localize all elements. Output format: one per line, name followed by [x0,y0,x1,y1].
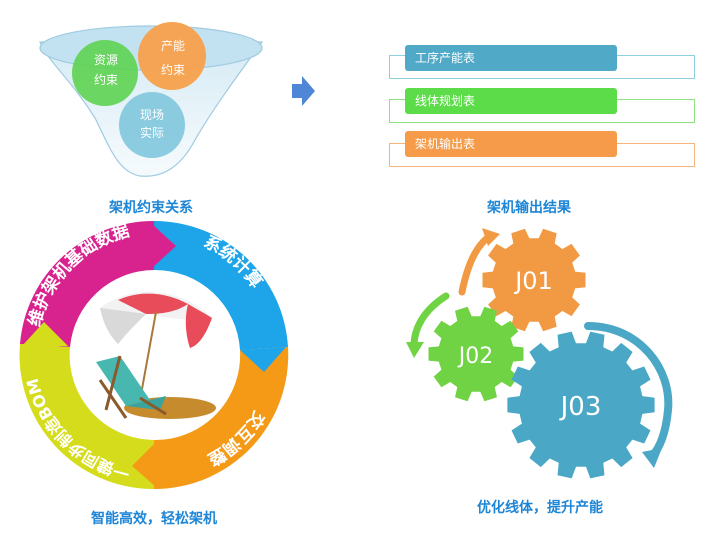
bubble-onsite-line2: 实际 [139,126,164,140]
cycle-segment-calc [154,220,288,350]
gear-j02-label: J02 [457,344,493,369]
bubble-onsite-line1: 现场 [139,108,164,122]
bubble-resource-line2: 约束 [93,73,118,87]
cycle-segment-maintain [20,220,154,347]
table-bar-process: 工序产能表 [405,45,617,71]
cycle-arrow-left-icon [22,322,68,346]
cycle-caption: 智能高效，轻松架机 [91,511,217,527]
cycle-segment-sync [19,344,154,490]
gear-j03-icon [507,331,655,479]
cycle-arrow-top-icon [152,224,176,268]
cycle-arrow-bottom-icon [132,442,156,487]
bubble-capacity-label: 产能 约束 [155,38,191,78]
gear-j02-shape [428,306,524,402]
table-bar-line: 线体规划表 [405,88,617,114]
beach-chair-icon [96,291,216,419]
bubble-resource [72,40,138,106]
arrow-right-icon [584,322,673,460]
bubble-onsite-label: 现场 实际 [134,107,170,141]
bubble-capacity [138,22,206,90]
gear-j02-icon [428,306,524,402]
cycle-segment-adjust [154,347,289,490]
cycle-arrow-right-icon [240,347,286,372]
gears-caption: 优化线体，提升产能 [477,500,603,516]
funnel-caption: 架机约束关系 [109,200,193,216]
gear-j03-label: J03 [559,392,602,422]
gear-j01-shape [482,228,586,332]
bubble-capacity-line1: 产能 [160,39,185,53]
bubble-resource-line1: 资源 [93,53,118,67]
table-bar-output: 架机输出表 [405,131,617,157]
gear-j03-shape [507,331,655,479]
arrow-left-icon [410,292,450,350]
gear-j01-label: J01 [513,267,553,295]
bubble-resource-label: 资源 约束 [88,52,124,88]
output-caption: 架机输出结果 [487,200,571,216]
gear-j01-icon [482,228,586,332]
bubble-onsite [119,92,185,158]
bubble-capacity-line2: 约束 [160,63,185,77]
